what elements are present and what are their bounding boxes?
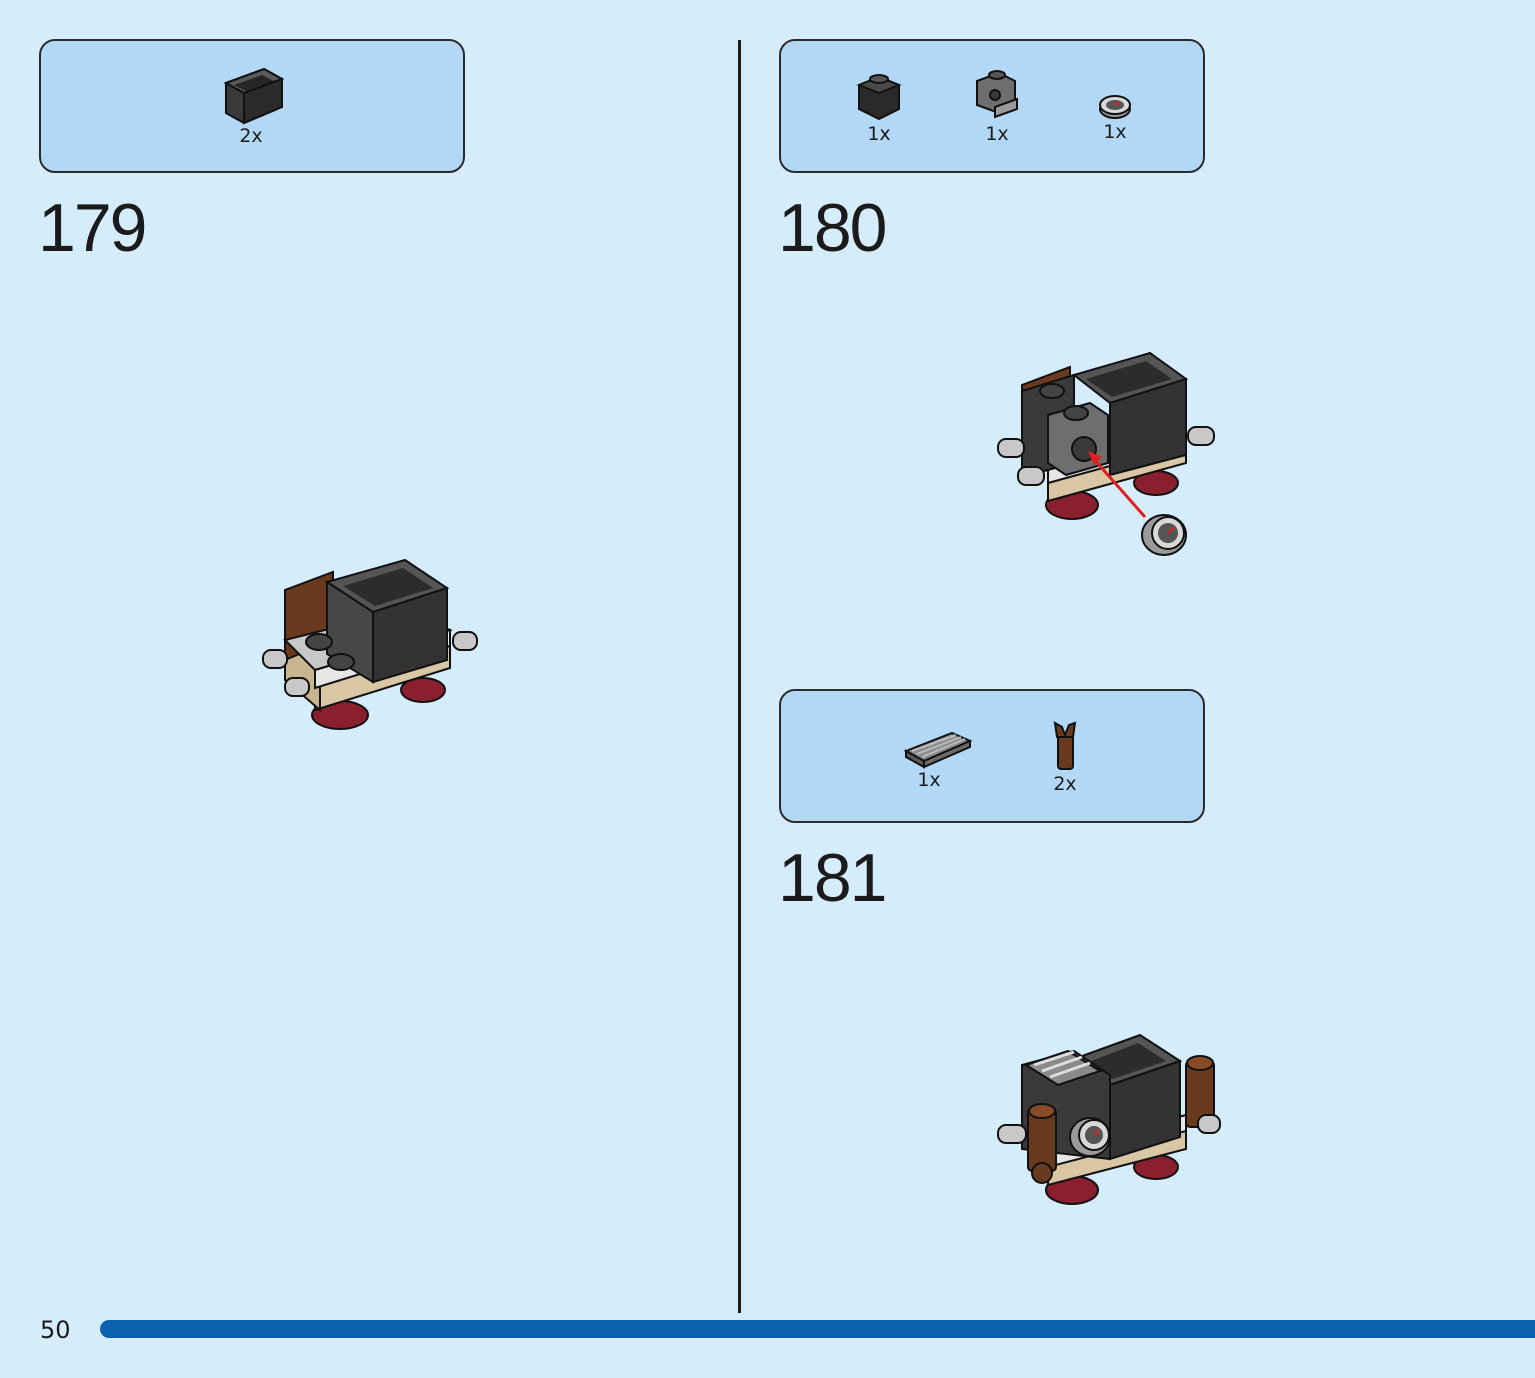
part-qty: 1x [867, 123, 891, 145]
step-number-179: 179 [38, 190, 147, 266]
step-number-181: 181 [778, 840, 887, 916]
gray-bracket-brick-icon [976, 70, 1018, 119]
assembly-model-179 [262, 558, 478, 730]
page-divider [738, 40, 741, 1313]
brown-clip-bar-icon [1053, 721, 1077, 770]
part-item: 2x [211, 63, 291, 147]
page-number: 50 [40, 1316, 71, 1344]
step-number-180: 180 [778, 190, 887, 266]
parts-callout-180: 1x 1x 1x [779, 39, 1205, 173]
part-qty: 1x [917, 769, 941, 791]
part-item: 2x [1033, 719, 1097, 795]
dark-gray-box-container-icon [223, 67, 285, 125]
part-item: 1x [893, 727, 983, 791]
part-item: 1x [1083, 91, 1147, 143]
part-qty: 1x [1103, 121, 1127, 143]
parts-callout-181: 1x 2x [779, 689, 1205, 823]
part-qty: 2x [1053, 773, 1077, 795]
gauge-tile-round-icon [1099, 95, 1131, 119]
assembly-model-181 [997, 1033, 1221, 1205]
gray-grille-tile-icon [903, 731, 973, 769]
assembly-model-180 [997, 351, 1215, 556]
progress-bar [100, 1320, 1535, 1338]
part-item: 1x [847, 69, 911, 145]
part-item: 1x [965, 67, 1029, 145]
parts-callout-179: 2x [39, 39, 465, 173]
black-brick-1x1-icon [856, 74, 902, 121]
part-qty: 1x [985, 123, 1009, 145]
part-qty: 2x [239, 125, 263, 147]
